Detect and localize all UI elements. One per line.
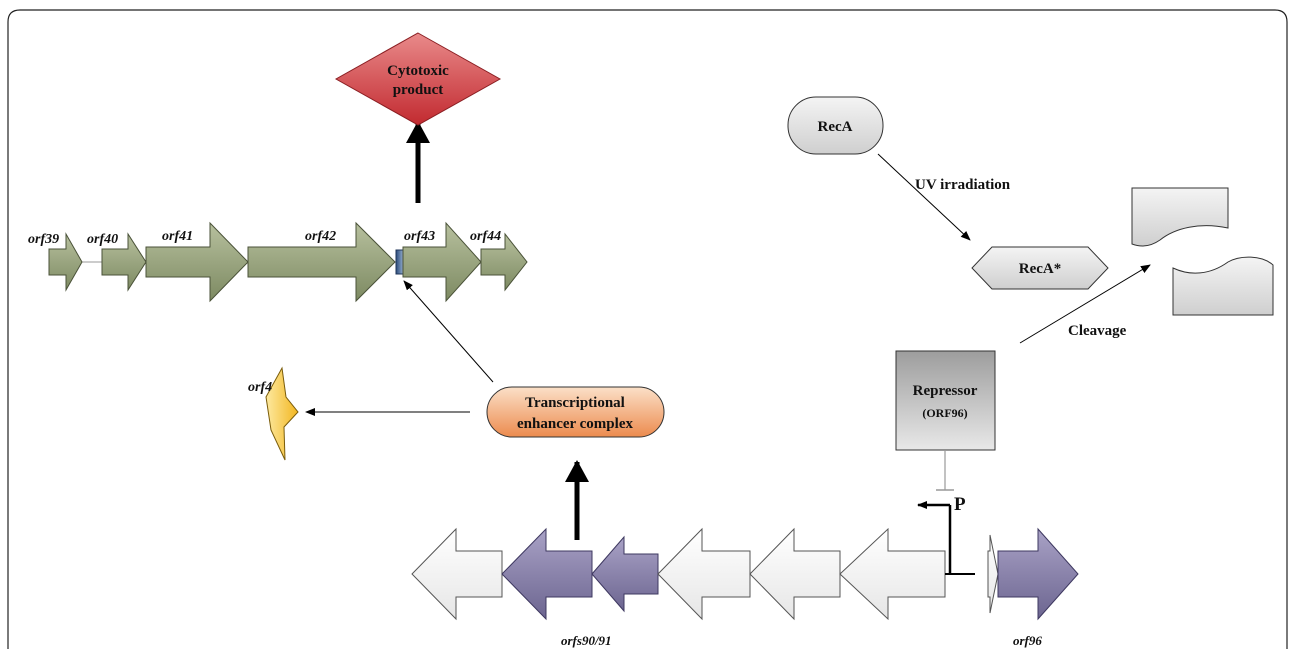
promoter-label: P — [954, 494, 966, 515]
bottom-gene-5-arrow — [749, 527, 841, 621]
gene-orf40-arrow — [101, 232, 147, 292]
uv-irradiation-arrow — [877, 153, 971, 241]
bottom-gene-6-arrow — [839, 527, 946, 621]
gene-orf44-label: orf44 — [470, 229, 501, 244]
repressor-label-line1: Repressor — [913, 383, 978, 399]
bottom-gene-3-arrow — [591, 535, 659, 613]
bottom-gene-4-arrow — [657, 527, 751, 621]
outer-frame — [7, 9, 1288, 649]
enhancer-complex-line2: enhancer complex — [517, 416, 633, 432]
enhancer-complex-line1: Transcriptional — [525, 395, 625, 411]
cleavage-arrow — [1019, 264, 1151, 344]
gene-orf40-label: orf40 — [87, 232, 118, 247]
uv-irradiation-label: UV irradiation — [915, 177, 1011, 193]
gene-orf43-arrow — [402, 221, 482, 303]
gene-orf4-label: orf4 — [248, 380, 272, 395]
reca-box — [787, 96, 884, 155]
cleavage-label: Cleavage — [1068, 323, 1127, 339]
gene-orf41-arrow — [145, 221, 249, 303]
cytotoxic-product-line2: product — [393, 82, 444, 98]
bottom-gene-1-arrow — [411, 527, 503, 621]
promoter-marker-orf43 — [395, 249, 404, 275]
gene-orf41-label: orf41 — [162, 229, 193, 244]
enhancer-to-orf43-arrow — [403, 280, 494, 383]
reca-star-hexagon — [971, 246, 1109, 290]
repressor-label-line2: (ORF96) — [922, 406, 967, 420]
enhancer-complex-box — [486, 386, 665, 438]
orf96-label: orf96 — [1013, 633, 1042, 648]
orfs9091-label: orfs90/91 — [561, 633, 612, 648]
gene-orf96-arrow — [997, 527, 1079, 621]
reca-label: RecA — [818, 119, 853, 135]
cleaved-fragment-upper — [1131, 187, 1229, 247]
gene-orf42-arrow — [247, 221, 396, 303]
gene-orf42-label: orf42 — [305, 229, 336, 244]
cytotoxic-product-line1: Cytotoxic — [387, 63, 449, 79]
gene-orf44-arrow — [480, 232, 528, 292]
bottom-gene-small-arrow — [987, 534, 999, 614]
repressor-box — [895, 350, 996, 451]
cytotoxic-product-diamond — [334, 32, 502, 126]
reca-star-label: RecA* — [1019, 261, 1061, 277]
gene-orf4-shape — [265, 366, 299, 461]
gene-orf39-arrow — [48, 232, 83, 292]
gene-orf39-label: orf39 — [28, 232, 59, 247]
gene-orf43-label: orf43 — [404, 229, 435, 244]
cleaved-fragment-lower — [1172, 256, 1274, 316]
bottom-gene-2-arrow — [501, 527, 593, 621]
